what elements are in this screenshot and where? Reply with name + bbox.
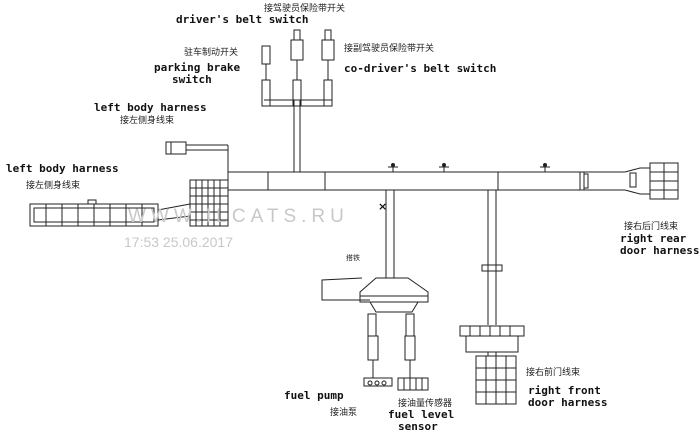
- fuel-pump-label: fuel pump: [284, 389, 344, 402]
- right-rear-label-1: right rear: [620, 232, 687, 245]
- fuel-branch: ×: [321, 190, 429, 391]
- fuel-level-label-2: sensor: [398, 420, 438, 433]
- watermark-site: WWW.ILCATS.RU: [128, 206, 349, 227]
- clip-marker: [540, 163, 550, 172]
- right-front-label-2: door harness: [528, 396, 608, 409]
- drivers-belt-label-cn: 接驾驶员保险带开关: [264, 4, 346, 14]
- right-rear-label-cn: 接右后门线束: [624, 222, 679, 232]
- clip-marker: [439, 163, 449, 172]
- fuel-level-label-cn: 接油量传感器: [398, 399, 453, 409]
- right-front-branch: [459, 190, 525, 405]
- left-body-upper-label: left body harness: [94, 101, 207, 114]
- svg-text:×: ×: [378, 200, 387, 213]
- left-body-connector-upper: [165, 141, 187, 155]
- right-rear-label-2: door harness: [620, 244, 700, 257]
- ground-label-cn: 搭铁: [346, 254, 360, 262]
- left-body-lower-label-cn: 接左侧身线束: [26, 181, 81, 191]
- drivers-belt-label: driver's belt switch: [176, 13, 309, 26]
- clip-marker: [388, 163, 398, 172]
- watermark-timestamp: 17:53 25.06.2017: [124, 234, 233, 250]
- left-body-upper-label-cn: 接左侧身线束: [120, 116, 175, 126]
- left-body-lower-label: left body harness: [6, 162, 119, 175]
- main-trunk: [186, 144, 650, 195]
- right-front-label-cn: 接右前门线束: [526, 368, 581, 378]
- codriver-belt-label-cn: 接副驾驶员保险带开关: [344, 44, 435, 54]
- right-front-label-1: right front: [528, 384, 601, 397]
- left-body-connector-lower: [29, 179, 229, 227]
- right-rear-connector: [629, 162, 679, 200]
- fuel-pump-label-cn: 接油泵: [330, 408, 358, 418]
- parking-brake-label-1: parking brake: [154, 61, 241, 74]
- parking-brake-label-cn: 驻车制动开关: [184, 48, 239, 58]
- parking-brake-label-2: switch: [172, 73, 212, 86]
- fuel-level-label-1: fuel level: [388, 408, 455, 421]
- belt-switch-branch: [261, 29, 335, 172]
- codriver-belt-label: co-driver's belt switch: [344, 62, 497, 75]
